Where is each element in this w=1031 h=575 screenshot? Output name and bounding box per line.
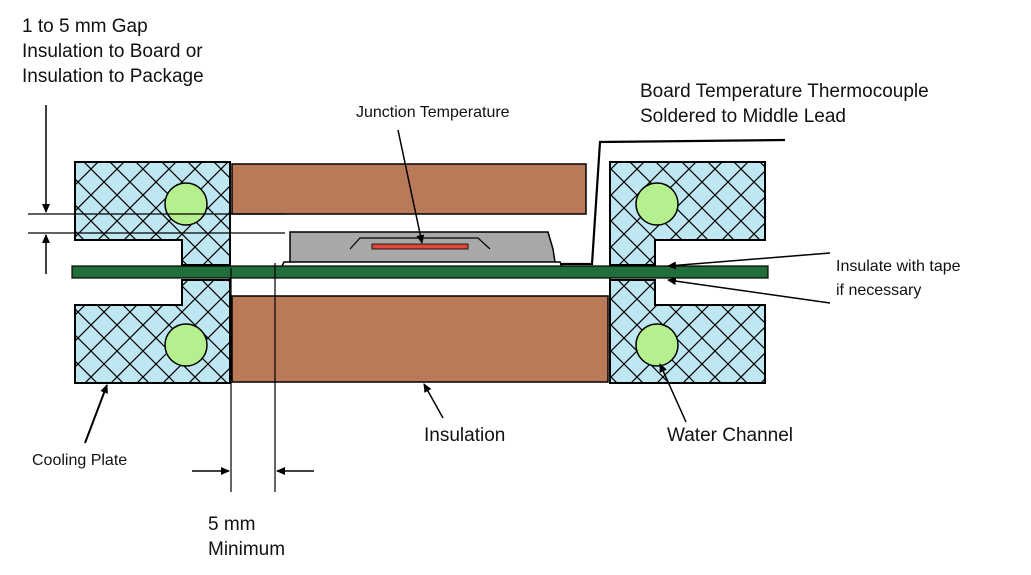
insulation-arrow: [423, 383, 444, 419]
insulation-bottom: [231, 295, 609, 383]
board-thermocouple-line-1: Board Temperature Thermocouple: [640, 81, 929, 102]
junction-temperature-label: Junction Temperature: [356, 104, 510, 121]
gap-dimension: [28, 105, 285, 274]
insulation-top: [231, 163, 587, 215]
tape-arrow-upper: [667, 252, 831, 270]
gap-note-line-1: 1 to 5 mm Gap: [22, 16, 148, 37]
gap-note-line-2: Insulation to Board or: [22, 41, 203, 62]
water-channel-top-left: [164, 182, 208, 226]
water-channel-top-right: [635, 182, 679, 226]
water-channel-label: Water Channel: [667, 425, 793, 446]
die: [371, 243, 469, 250]
tape-arrow-lower: [667, 277, 831, 304]
min-spacing-dimension: [192, 263, 314, 492]
insulation-label: Insulation: [424, 425, 505, 446]
water-channel-bottom-right: [635, 323, 679, 367]
gap-note-line-3: Insulation to Package: [22, 66, 204, 87]
circuit-board: [71, 265, 769, 279]
board-thermocouple-wire: [560, 138, 786, 266]
insulate-tape-line-1: Insulate with tape: [836, 258, 961, 275]
cooling-plate-label: Cooling Plate: [32, 452, 127, 469]
board-thermocouple-line-2: Soldered to Middle Lead: [640, 106, 846, 127]
water-channel-bottom-left: [164, 323, 208, 367]
insulate-tape-line-2: if necessary: [836, 282, 921, 299]
water-channel-arrow: [659, 363, 687, 423]
min-spacing-line-1: 5 mm: [208, 514, 256, 535]
junction-temp-arrow: [397, 129, 425, 244]
min-spacing-line-2: Minimum: [208, 539, 285, 560]
cooling-plate-arrow: [84, 384, 108, 444]
